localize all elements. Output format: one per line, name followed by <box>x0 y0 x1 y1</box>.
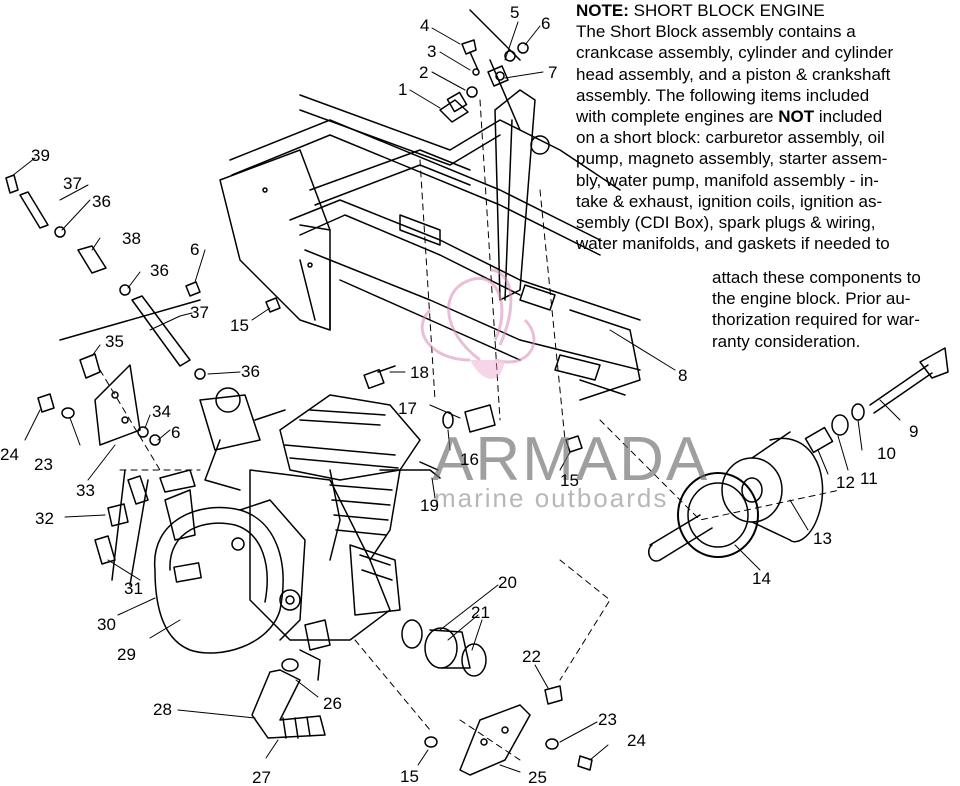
callout-16: 16 <box>460 450 479 469</box>
callout-35: 35 <box>105 332 124 351</box>
watermark <box>420 268 536 379</box>
sleeve-16-17 <box>442 404 496 433</box>
note-heading: NOTE: <box>576 1 629 20</box>
callout-5: 5 <box>510 3 519 22</box>
callout-32: 32 <box>35 509 54 528</box>
callout-37: 37 <box>190 303 209 322</box>
drive-pulley-assembly <box>648 347 949 562</box>
callout-6: 6 <box>171 423 180 442</box>
callout-24: 24 <box>0 445 19 464</box>
callout-2: 2 <box>419 63 428 82</box>
bracket-25 <box>424 685 593 776</box>
callout-26: 26 <box>323 694 342 713</box>
callout-3: 3 <box>427 42 436 61</box>
callout-38: 38 <box>122 229 141 248</box>
callout-20: 20 <box>498 573 517 592</box>
callout-12: 12 <box>836 473 855 492</box>
callout-11: 11 <box>860 469 878 488</box>
callout-30: 30 <box>97 615 116 634</box>
callout-27: 27 <box>252 768 271 786</box>
callout-14: 14 <box>752 569 771 588</box>
callout-21: 21 <box>471 603 490 622</box>
callout-19: 19 <box>420 496 439 515</box>
callout-10: 10 <box>877 444 896 463</box>
callout-15: 15 <box>230 316 249 335</box>
intake-boot-20-21 <box>401 619 487 677</box>
callout-13: 13 <box>813 529 832 548</box>
callout-6: 6 <box>190 240 199 259</box>
note-paragraph-a: The Short Block assembly contains a cran… <box>576 22 894 127</box>
callout-17: 17 <box>398 399 417 418</box>
callout-labels: 1 2 3 4 5 6 6 6 7 8 9 10 11 12 13 14 15 … <box>0 3 918 786</box>
callout-28: 28 <box>153 700 172 719</box>
callout-7: 7 <box>548 63 557 82</box>
callout-25: 25 <box>528 768 547 786</box>
short-block-note-tail: attach these components to the engine bl… <box>712 268 921 351</box>
callout-39: 39 <box>31 146 50 165</box>
callout-22: 22 <box>522 647 541 666</box>
note-not-emphasis: NOT <box>778 107 815 127</box>
callout-15: 15 <box>400 767 419 786</box>
callout-23: 23 <box>34 455 53 474</box>
watermark-title: ARMADA <box>432 425 709 494</box>
callout-29: 29 <box>117 645 136 664</box>
temperature-sensor-18 <box>363 365 396 390</box>
callout-34: 34 <box>152 402 171 421</box>
callout-18: 18 <box>410 363 429 382</box>
callout-6: 6 <box>541 14 550 33</box>
callout-23: 23 <box>598 710 617 729</box>
watermark-subtitle: marine outboards <box>434 483 668 513</box>
callout-4: 4 <box>420 16 429 35</box>
callout-15: 15 <box>560 471 579 490</box>
callout-33: 33 <box>76 481 95 500</box>
callout-36: 36 <box>241 362 260 381</box>
mount-hardware-top <box>439 39 529 123</box>
note-paragraph-b: included on a short block: carburetor as… <box>576 107 890 254</box>
engine-assembly <box>154 387 441 681</box>
callout-9: 9 <box>909 422 918 441</box>
callout-36: 36 <box>150 261 169 280</box>
fuel-line-parts <box>5 174 206 380</box>
exhaust-pipe-26-28 <box>251 658 326 739</box>
callout-1: 1 <box>398 80 407 99</box>
callout-8: 8 <box>678 366 687 385</box>
callout-31: 31 <box>124 579 143 598</box>
callout-37: 37 <box>63 174 82 193</box>
callout-36: 36 <box>92 192 111 211</box>
short-block-note: NOTE: SHORT BLOCK ENGINE The Short Block… <box>576 0 956 254</box>
left-bracket-33 <box>37 353 161 446</box>
note-heading-rest: SHORT BLOCK ENGINE <box>633 1 825 20</box>
callout-24: 24 <box>627 731 646 750</box>
fuel-filter-31-32 <box>94 469 149 586</box>
